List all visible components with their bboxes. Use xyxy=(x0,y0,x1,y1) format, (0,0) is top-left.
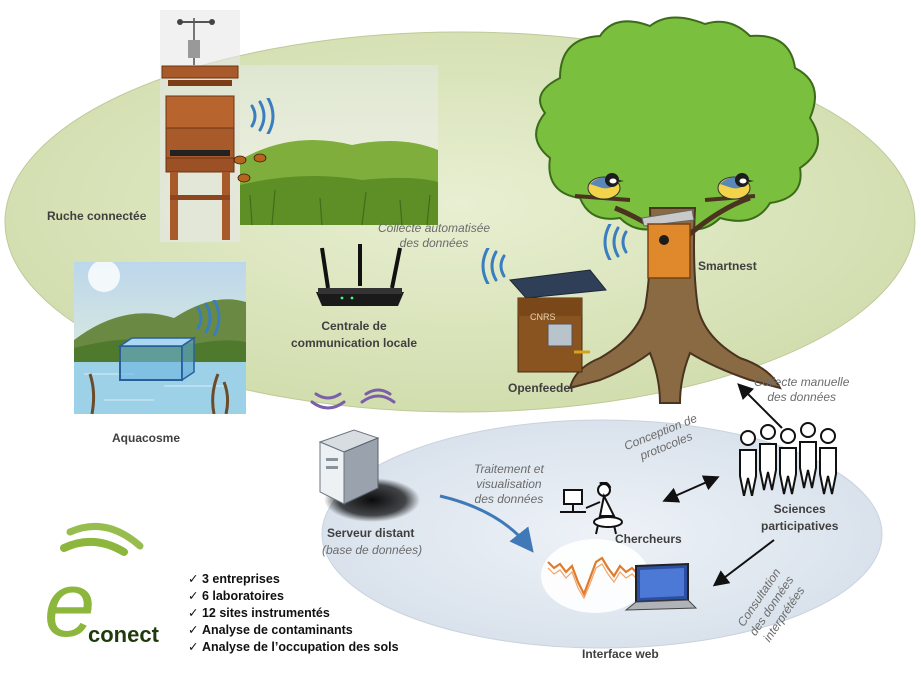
label-ruche: Ruche connectée xyxy=(47,209,147,223)
arrow-consultation xyxy=(712,539,775,587)
label-serveur-sub: (base de données) xyxy=(322,543,423,557)
label-interface: Interface web xyxy=(582,647,659,661)
stat-item: 12 sites instrumentés xyxy=(188,605,399,622)
stats-list: 3 entreprises 6 laboratoires 12 sites in… xyxy=(188,571,399,656)
feeder-icon: CNRS xyxy=(508,269,607,373)
svg-text:e: e xyxy=(44,554,95,656)
svg-text:conect: conect xyxy=(88,622,160,647)
wifi-icon xyxy=(603,224,628,260)
arrow-traitement xyxy=(439,494,534,553)
arrow-collecte-manuelle xyxy=(737,383,783,429)
stat-item: 3 entreprises xyxy=(188,571,399,588)
aquacosme-scene xyxy=(74,262,246,414)
nestbox-icon xyxy=(641,209,695,279)
label-chercheurs: Chercheurs xyxy=(615,532,682,546)
label-openfeeder: Openfeeder xyxy=(508,381,575,395)
laptop-icon xyxy=(624,562,698,611)
label-smartnest: Smartnest xyxy=(698,259,757,273)
label-aquacosme: Aquacosme xyxy=(112,431,181,445)
router-icon xyxy=(316,244,404,306)
wifi-icon xyxy=(250,98,275,134)
beehive-scene xyxy=(160,10,438,242)
arrow-conception xyxy=(662,475,720,503)
bird-icon xyxy=(717,173,754,200)
label-serveur: Serveur distant xyxy=(327,526,415,540)
chart-icon xyxy=(541,539,649,613)
econect-logo: e conect xyxy=(44,522,160,656)
server-icon xyxy=(318,429,420,522)
stat-item: 6 laboratoires xyxy=(188,588,399,605)
stat-item: Analyse de contaminants xyxy=(188,622,399,639)
wifi-icon xyxy=(481,248,506,284)
crowd-icon xyxy=(739,422,837,496)
wifi-icon xyxy=(310,388,396,410)
svg-text:CNRS: CNRS xyxy=(530,312,556,322)
wifi-icon xyxy=(196,300,221,336)
researcher-icon xyxy=(560,482,623,535)
bird-icon xyxy=(587,173,624,200)
stat-item: Analyse de l’occupation des sols xyxy=(188,639,399,656)
